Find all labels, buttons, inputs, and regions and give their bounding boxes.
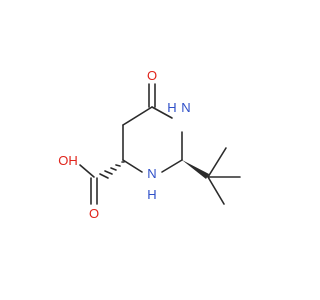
atom-label-hydroxyl: OH	[58, 153, 78, 168]
carboxyl-bonds	[79, 164, 98, 205]
wedge-hash-3	[110, 167, 117, 171]
atom-label-n3: N	[147, 166, 156, 181]
tbutyl-wedge-bond	[182, 160, 209, 179]
atom-label-acid-carbonyl-oxygen: O	[89, 206, 99, 221]
atom-label-n3-h: H	[147, 187, 156, 202]
bond-c6-c5	[122, 106, 153, 126]
bond-c4-n3	[122, 159, 143, 173]
wedge-hash-4	[104, 170, 113, 175]
bond-cacid-oh	[79, 164, 95, 178]
atom-labels: O H N N H OH O	[58, 68, 190, 221]
bond-cq-me1	[207, 147, 227, 178]
carboxyl-wedge-bond	[99, 161, 125, 179]
atom-label-carbonyl-oxygen: O	[147, 68, 157, 83]
bond-n1-c6	[151, 106, 173, 119]
molecule-structure: O H N N H OH O	[58, 68, 241, 221]
wedge-solid	[182, 160, 209, 179]
atom-label-n1: N	[181, 100, 190, 115]
atom-label-n1-h: H	[167, 100, 176, 115]
ring-bonds	[122, 106, 183, 173]
ring-carbonyl-bond	[148, 83, 156, 108]
bond-cq-me3	[207, 176, 225, 205]
wedge-hash-2	[115, 164, 121, 167]
bond-n3-c2	[161, 159, 183, 173]
tbutyl-bonds	[207, 147, 241, 205]
wedge-hash-5	[99, 173, 109, 179]
